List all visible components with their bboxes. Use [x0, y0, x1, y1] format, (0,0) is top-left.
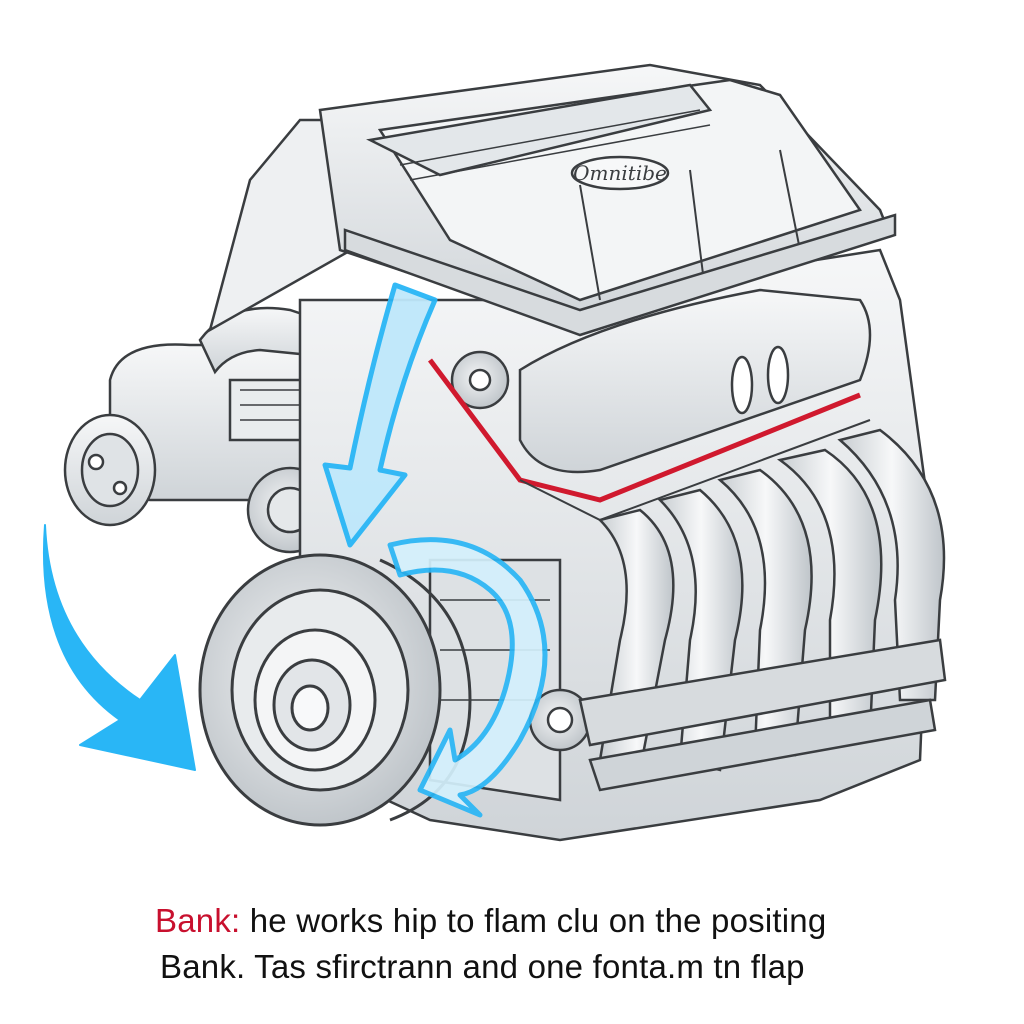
- caption-key: Bank:: [155, 902, 241, 939]
- exhaust-headers: [578, 428, 947, 792]
- caption-line-1: Bank: he works hip to flam clu on the po…: [155, 902, 1024, 940]
- arrow-loop-icon: [387, 537, 548, 818]
- arrow-down-curved-icon: [322, 282, 438, 548]
- flow-arrows: [42, 282, 548, 818]
- crank-pulley: [198, 553, 472, 827]
- turbo-assembly: [63, 306, 334, 554]
- cover-emblem: Omnitibe: [573, 161, 667, 185]
- valve-cover: [208, 63, 897, 337]
- arrow-curved-left-icon: [42, 524, 196, 771]
- caption-line-1-text: he works hip to flam clu on the positing: [240, 902, 827, 939]
- engine-illustration: Omnitibe: [42, 63, 947, 842]
- head-gasket: [428, 358, 861, 503]
- caption-line-2: Bank. Tas sfirctrann and one fonta.m tn …: [160, 948, 805, 985]
